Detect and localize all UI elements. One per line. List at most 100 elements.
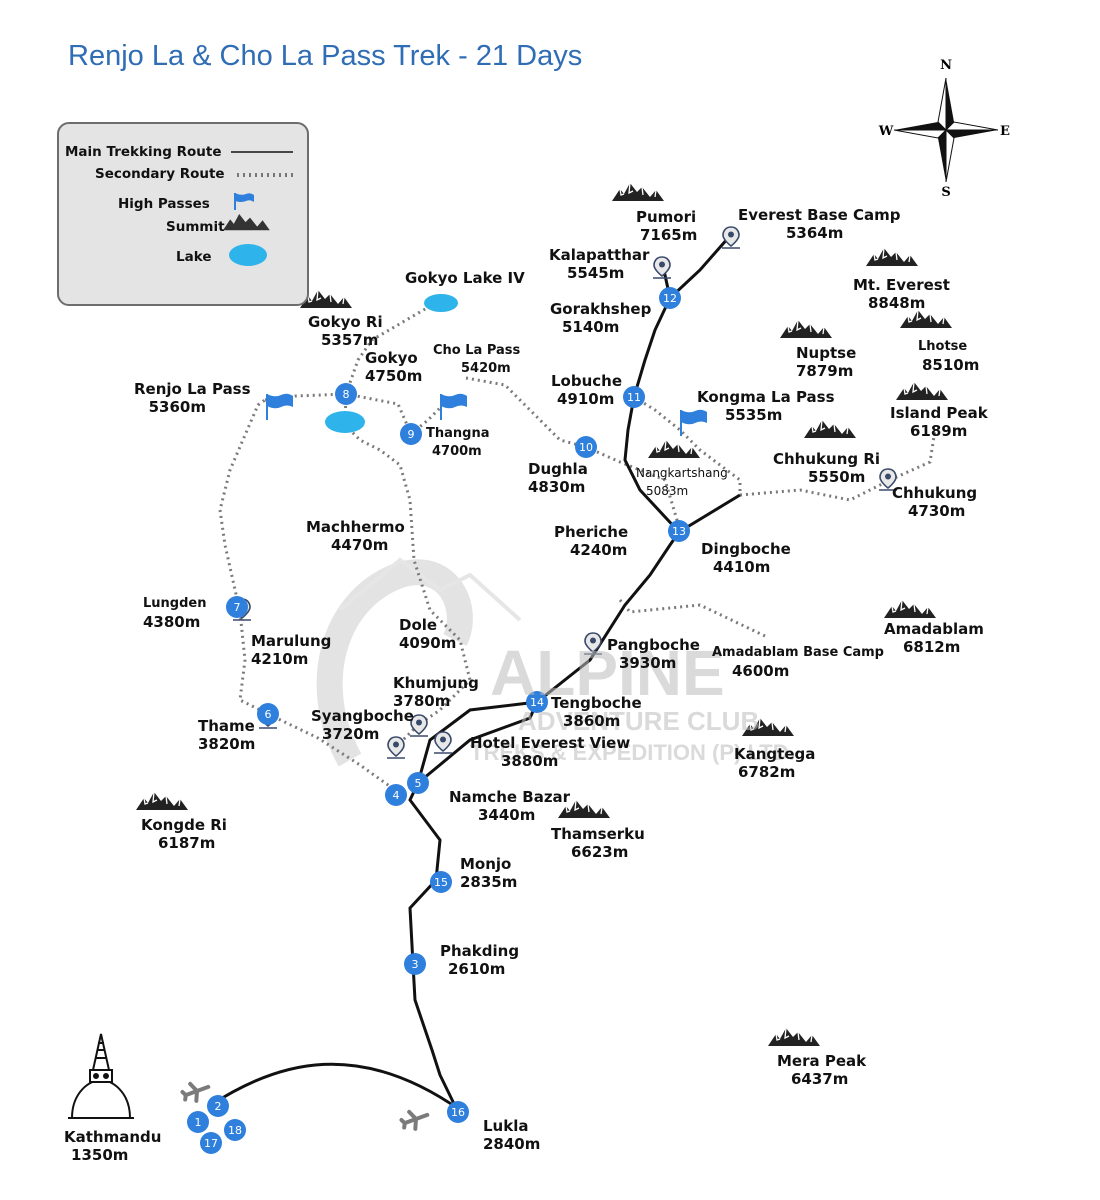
nangkartshang-mountain-icon (647, 439, 701, 459)
legend-summit-icon (223, 214, 270, 231)
day-marker[interactable]: 6 (257, 703, 279, 725)
svg-text:8: 8 (343, 388, 350, 401)
legend-high-passes-label: High Passes (118, 196, 210, 212)
legend-flag-icon (234, 193, 254, 210)
stupa-icon (68, 1033, 134, 1119)
label-gokyo-lake: Gokyo Lake IV (405, 269, 525, 287)
svg-text:7: 7 (234, 601, 241, 614)
day-marker[interactable]: 10 (575, 436, 597, 458)
svg-text:12: 12 (663, 292, 677, 305)
map-legend: Main Trekking Route Secondary Route High… (57, 122, 309, 306)
svg-text:14: 14 (530, 696, 544, 709)
day-marker[interactable]: 7 (226, 596, 248, 618)
day-marker[interactable]: 15 (430, 871, 452, 893)
map-title: Renjo La & Cho La Pass Trek - 21 Days (68, 40, 583, 72)
legend-main-route-line (231, 151, 293, 153)
watermark-brand: ALPINE (490, 637, 725, 709)
svg-text:13: 13 (672, 525, 686, 538)
kongde-ri-mountain-icon (135, 791, 189, 811)
day-marker[interactable]: 5 (407, 772, 429, 794)
watermark-logo (316, 557, 522, 767)
compass-n: N (940, 58, 952, 73)
day-marker[interactable]: 16 (447, 1101, 469, 1123)
svg-text:3: 3 (412, 958, 419, 971)
amadablam-mountain-icon (883, 599, 937, 619)
day-marker[interactable]: 14 (526, 691, 548, 713)
day-marker[interactable]: 2 (207, 1095, 229, 1117)
lhotse-mountain-icon (899, 309, 953, 329)
svg-text:10: 10 (579, 441, 593, 454)
svg-text:16: 16 (451, 1106, 465, 1119)
day-marker[interactable]: 13 (668, 520, 690, 542)
svg-text:11: 11 (627, 391, 641, 404)
gokyo-lake-icon (424, 294, 458, 312)
compass-w: W (878, 124, 894, 139)
day-marker[interactable]: 4 (385, 784, 407, 806)
mera-peak-mountain-icon (767, 1027, 821, 1047)
cho-la-flag-icon (440, 392, 468, 421)
day-marker[interactable]: 11 (623, 386, 645, 408)
day-marker[interactable]: 1 (187, 1111, 209, 1133)
svg-text:18: 18 (228, 1124, 242, 1137)
svg-text:9: 9 (408, 428, 415, 441)
svg-text:15: 15 (434, 876, 448, 889)
legend-secondary-route-label: Secondary Route (95, 166, 225, 182)
day-marker[interactable]: 8 (335, 383, 357, 405)
watermark-line1: ADVENTURE CLUB (518, 706, 760, 736)
nuptse-mountain-icon (779, 319, 833, 339)
airplane-icon (399, 1109, 430, 1131)
hotel-pin-icon (433, 731, 453, 754)
day-marker[interactable]: 17 (200, 1132, 222, 1154)
legend-summit-label: Summit (166, 219, 225, 235)
kalapatthar-pin-icon (652, 256, 672, 279)
svg-text:4: 4 (393, 789, 400, 802)
svg-text:2: 2 (215, 1100, 222, 1113)
day-marker[interactable]: 3 (404, 953, 426, 975)
svg-text:5: 5 (415, 777, 422, 790)
pumori-mountain-icon (611, 182, 665, 202)
day-marker[interactable]: 18 (224, 1119, 246, 1141)
watermark-line2: TREKS & EXPEDITION (P) LTD. (470, 740, 795, 765)
everest-mountain-icon (865, 247, 919, 267)
day-marker[interactable]: 12 (659, 287, 681, 309)
day-marker[interactable]: 9 (400, 423, 422, 445)
island-peak-mountain-icon (895, 381, 949, 401)
legend-lake-icon (229, 244, 267, 266)
renjo-pass-flag-icon (266, 392, 294, 421)
legend-secondary-route-line (237, 173, 293, 177)
